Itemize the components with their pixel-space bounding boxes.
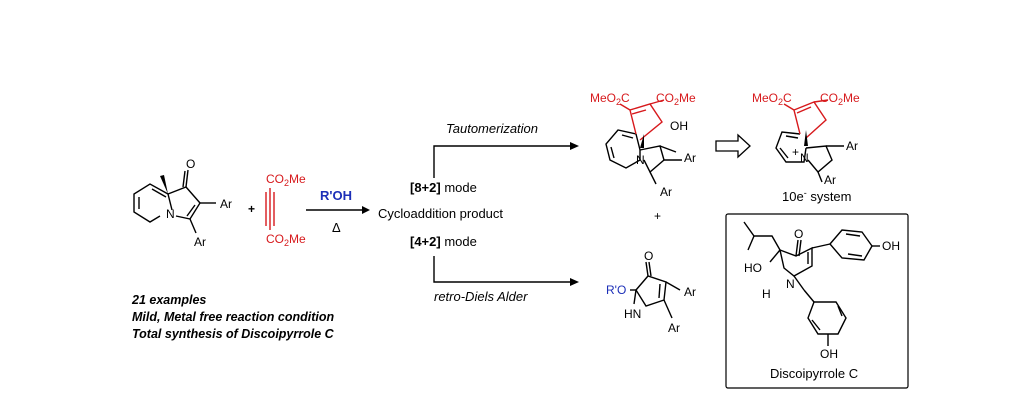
np-o-label: O — [794, 227, 803, 241]
bottom-o-label: O — [644, 249, 653, 263]
np-oh-top: OH — [882, 239, 900, 253]
ten-e-caption: 10e- system — [782, 188, 852, 204]
discoipyrrole-box: O OH HO N H OH Discoipyrrole C — [725, 213, 909, 389]
np-h-label: H — [762, 287, 771, 301]
indolizinone-reactant: O N Ar Ar — [133, 157, 232, 249]
ten-e-charge: + — [792, 145, 799, 159]
note-examples: 21 examples — [132, 293, 207, 307]
alkyne-ester-top: CO2Me — [266, 172, 306, 188]
ten-e-aryl-1: Ar — [846, 139, 858, 153]
ten-electron-product: MeO2C CO2Me N + Ar Ar 10e- system — [752, 91, 860, 204]
note-conditions: Mild, Metal free reaction condition — [132, 310, 335, 324]
note-synthesis: Total synthesis of Discoipyrrole C — [132, 327, 334, 341]
conditions-arrow: R'OH Δ — [306, 188, 370, 235]
summary-notes: 21 examples Mild, Metal free reaction co… — [132, 292, 334, 343]
plus-sign: + — [248, 202, 255, 216]
tautomerization-label: Tautomerization — [446, 121, 538, 136]
top-aryl-1: Ar — [684, 151, 696, 165]
bottom-hn-label: HN — [624, 307, 641, 321]
heat-symbol: Δ — [332, 220, 341, 235]
retro-diels-alder-label: retro-Diels Alder — [434, 289, 528, 304]
ro-label: R'O — [606, 283, 626, 297]
dmad-alkyne: CO2Me CO2Me — [265, 172, 306, 248]
carbonyl-o-label: O — [186, 157, 195, 171]
bottom-aryl-2: Ar — [668, 321, 680, 335]
tautomerization-arrow: Tautomerization — [433, 121, 579, 178]
aryl-label-2: Ar — [194, 235, 206, 249]
discoipyrrole-caption: Discoipyrrole C — [770, 366, 858, 381]
ten-e-n-label: N — [800, 151, 809, 165]
pyrrolinone-product: R'O O HN Ar Ar — [606, 249, 696, 335]
products-plus-sign: + — [654, 209, 661, 223]
top-ester-right: CO2Me — [656, 91, 696, 107]
alkyne-ester-bottom: CO2Me — [266, 232, 306, 248]
mode-82-label: [8+2] mode — [410, 180, 477, 195]
cycloaddition-product-label: Cycloaddition product — [378, 206, 503, 221]
tautomer-product: MeO2C CO2Me OH N Ar Ar — [590, 91, 696, 199]
ten-e-ester-right: CO2Me — [820, 91, 860, 107]
nitrogen-label: N — [166, 207, 175, 221]
top-oh-label: OH — [670, 119, 688, 133]
top-ester-left: MeO2C — [590, 91, 630, 107]
np-oh-bottom: OH — [820, 347, 838, 361]
open-arrow — [715, 133, 751, 159]
reagent-label: R'OH — [320, 188, 352, 203]
top-n-label: N — [636, 153, 645, 167]
np-n-label: N — [786, 277, 795, 291]
aryl-label-1: Ar — [220, 197, 232, 211]
retro-diels-alder-arrow: retro-Diels Alder — [433, 256, 579, 304]
bottom-aryl-1: Ar — [684, 285, 696, 299]
ten-e-ester-left: MeO2C — [752, 91, 792, 107]
np-ho-label: HO — [744, 261, 762, 275]
ten-e-aryl-2: Ar — [824, 173, 836, 187]
mode-42-label: [4+2] mode — [410, 234, 477, 249]
top-aryl-2: Ar — [660, 185, 672, 199]
